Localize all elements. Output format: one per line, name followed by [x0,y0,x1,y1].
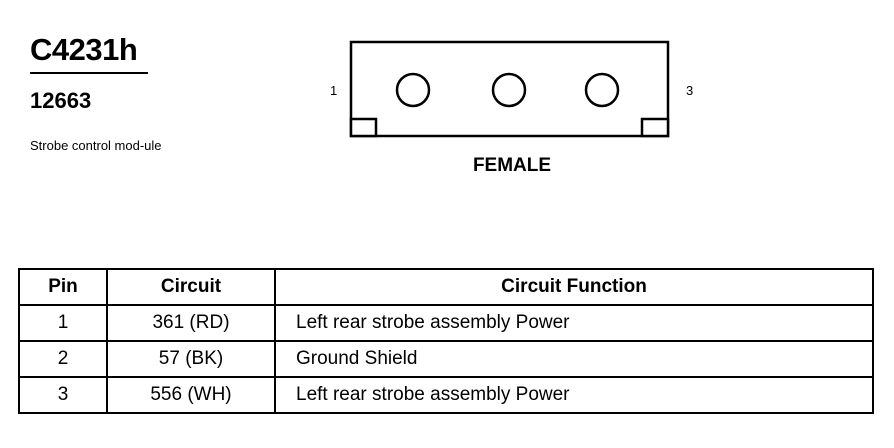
pin-cavity-1 [395,72,431,108]
pin-cavity-3 [584,72,620,108]
cell-pin: 3 [18,376,108,414]
header-pin: Pin [18,268,108,306]
cell-circuit: 57 (BK) [106,340,276,378]
table-row: 3 556 (WH) Left rear strobe assembly Pow… [18,376,874,414]
pin-label-left: 1 [330,83,337,98]
cell-circuit: 361 (RD) [106,304,276,342]
table-row: 1 361 (RD) Left rear strobe assembly Pow… [18,304,874,342]
cell-circuit: 556 (WH) [106,376,276,414]
header-circuit: Circuit [106,268,276,306]
cell-circuit-function: Left rear strobe assembly Power [274,376,874,414]
pinout-table: Pin Circuit Circuit Function 1 361 (RD) … [18,268,874,414]
cell-circuit-function: Ground Shield [274,340,874,378]
pin-cavity-2 [491,72,527,108]
cell-circuit-function: Left rear strobe assembly Power [274,304,874,342]
table-header-row: Pin Circuit Circuit Function [18,268,874,306]
header-circuit-function: Circuit Function [274,268,874,306]
connector-id-underline [30,72,148,74]
table-row: 2 57 (BK) Ground Shield [18,340,874,378]
pin-label-right: 3 [686,83,693,98]
connector-description: Strobe control mod-ule [30,136,190,155]
connector-diagram: 1 3 [330,40,693,138]
right-latch [640,117,670,138]
cell-pin: 1 [18,304,108,342]
left-latch [349,117,378,138]
connector-description-text: Strobe control mod-ule [30,138,162,153]
part-number: 12663 [30,88,92,113]
cell-pin: 2 [18,340,108,378]
connector-gender-label: FEMALE [472,155,552,176]
connector-id: C4231h [30,32,138,67]
